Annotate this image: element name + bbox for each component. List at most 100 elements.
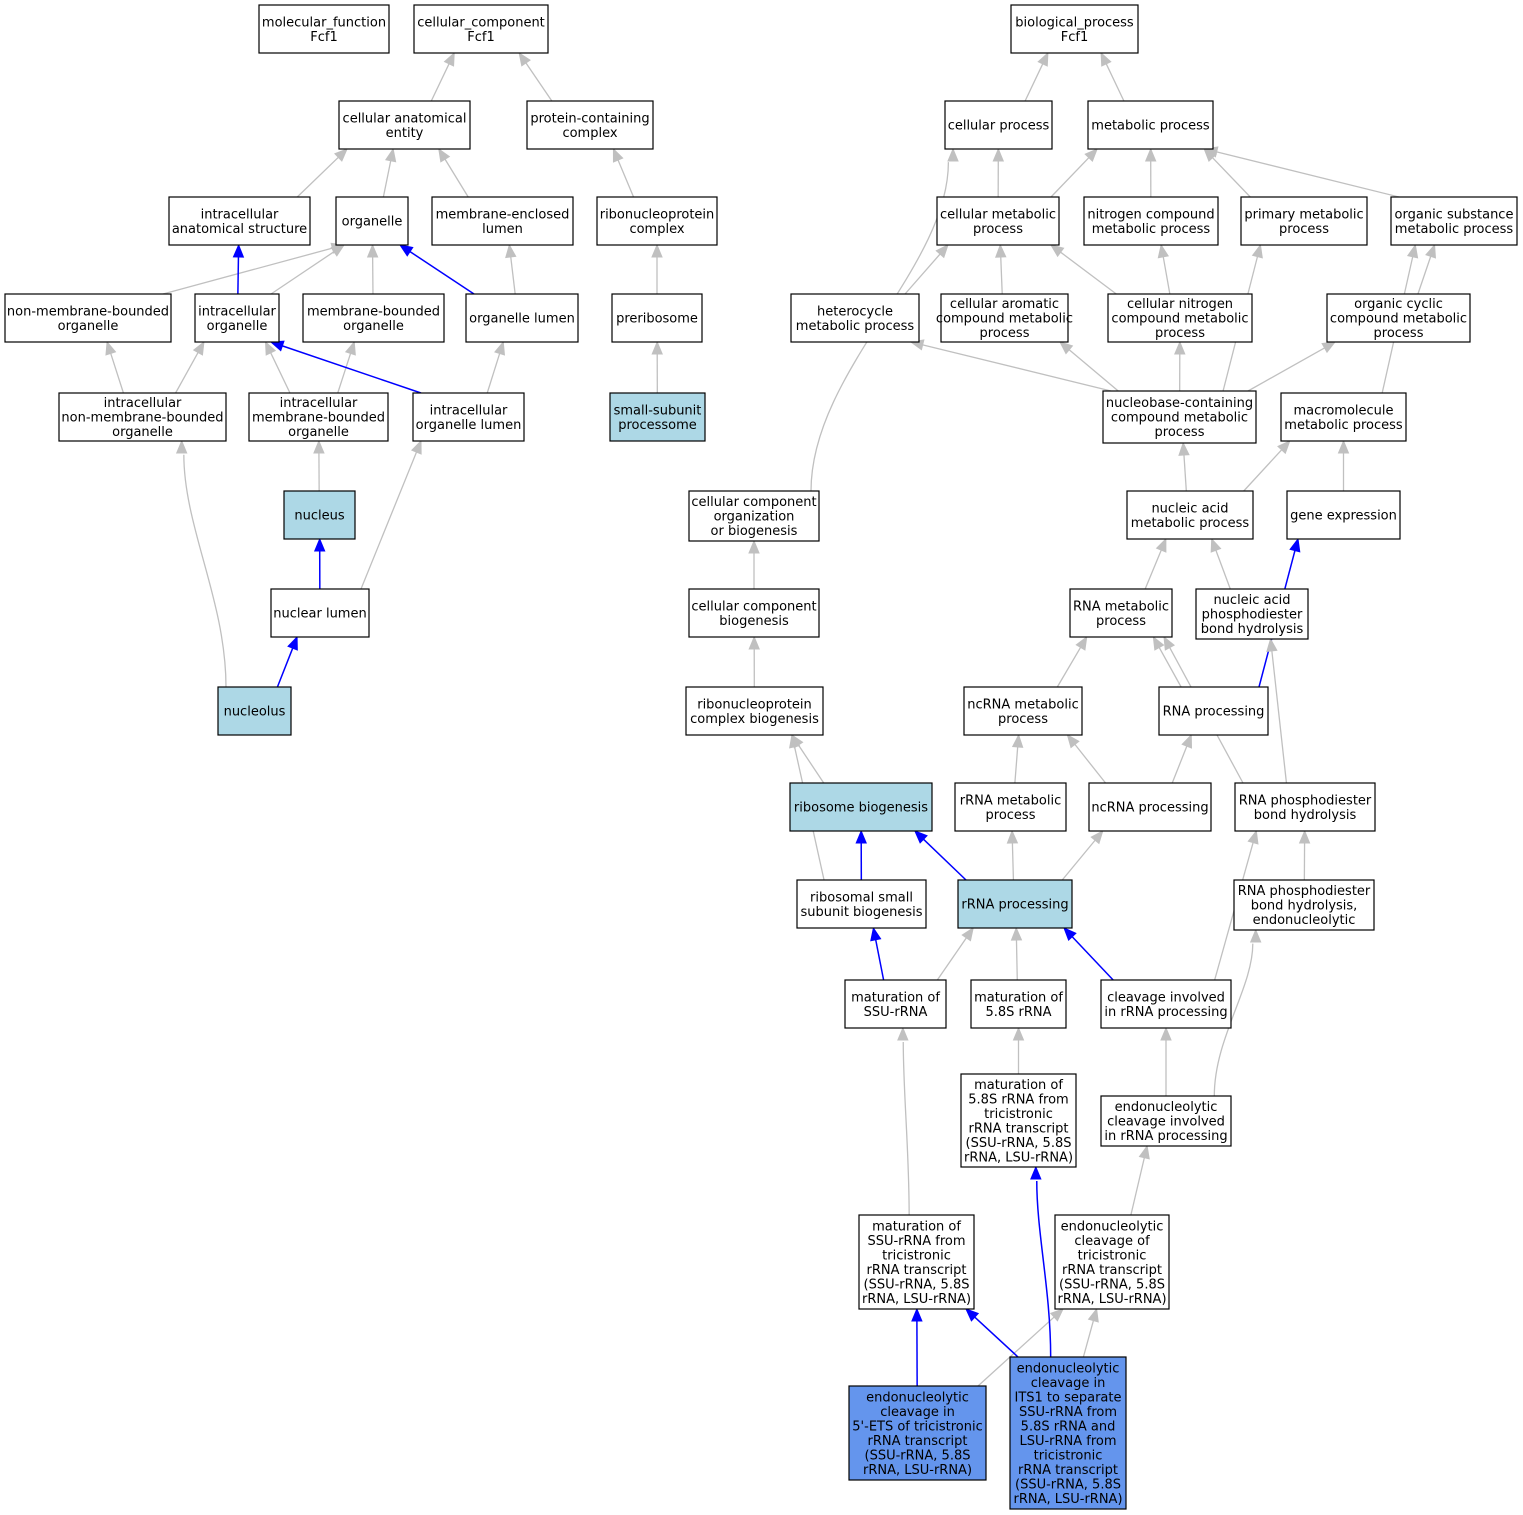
node-label-line: 5.8S rRNA: [985, 1005, 1051, 1020]
edge-line: [276, 647, 294, 688]
node-preribosome[interactable]: preribosome: [611, 293, 703, 343]
edge-arrowhead: [897, 1026, 909, 1041]
node-box: [848, 1385, 987, 1481]
node-label-line: rRNA, LSU-rRNA): [863, 1463, 972, 1478]
edge-line: [977, 1316, 1055, 1387]
node-label-line: organic cyclic: [1354, 297, 1443, 312]
edge-arrowhead: [1084, 148, 1099, 162]
edge-nuclear-lumen-to-nucleus: [313, 537, 326, 590]
node-label-line: ncRNA processing: [1091, 801, 1208, 816]
node-box: [526, 100, 654, 150]
node-box: [963, 686, 1083, 736]
node-label-line: organelle: [112, 425, 173, 440]
edge-line: [175, 352, 199, 394]
edge-arrowhead: [398, 244, 414, 257]
node-ncrna-processing[interactable]: ncRNA processing: [1088, 782, 1212, 832]
node-label-line: macromolecule: [1293, 403, 1393, 418]
node-label-line: entity: [386, 126, 424, 141]
node-gene-expression[interactable]: gene expression: [1286, 490, 1401, 540]
node-mat-58s[interactable]: maturation of5.8S rRNA: [970, 979, 1067, 1029]
edge-arrowhead: [192, 340, 205, 356]
node-nucleus[interactable]: nucleus: [283, 490, 356, 540]
node-label-line: processome: [618, 418, 697, 433]
node-label-line: process: [980, 326, 1030, 341]
node-organelle[interactable]: organelle: [335, 196, 409, 246]
edge-organelle-to-cell-anat-entity: [382, 147, 397, 198]
node-intracell-nonmem[interactable]: intracellularnon-membrane-boundedorganel…: [58, 392, 227, 442]
node-label-line: organelle: [288, 425, 349, 440]
node-rrna-processing[interactable]: rRNA processing: [957, 879, 1073, 929]
node-nuclear-lumen[interactable]: nuclear lumen: [270, 588, 370, 638]
edge-membrane-enclosed-lumen-to-cell-anat-entity: [438, 147, 469, 198]
edge-line: [1074, 743, 1107, 784]
node-box: [1240, 196, 1368, 246]
node-label-line: organelle: [342, 215, 403, 230]
node-label-line: bond hydrolysis: [1201, 622, 1304, 637]
node-label-line: primary metabolic: [1244, 207, 1363, 222]
node-cellular-process[interactable]: cellular process: [944, 100, 1053, 150]
edge-line: [1024, 63, 1044, 102]
node-ribosome-biog[interactable]: ribosome biogenesis: [789, 782, 933, 832]
node-label-line: organelle: [207, 319, 268, 334]
edge-line: [1060, 251, 1117, 295]
node-nucleolus[interactable]: nucleolus: [217, 686, 292, 736]
node-box: [1126, 490, 1254, 540]
node-box: [858, 1214, 975, 1310]
edge-line: [486, 353, 501, 394]
node-metabolic-process[interactable]: metabolic process: [1087, 100, 1214, 150]
edge-arrowhead: [1247, 829, 1259, 845]
edge-nucleus-to-intracell-mem: [313, 439, 325, 492]
node-organelle-lumen[interactable]: organelle lumen: [465, 293, 579, 343]
node-label-line: ribosome biogenesis: [794, 801, 928, 816]
node-rna-processing[interactable]: RNA processing: [1158, 686, 1269, 736]
node-label-line: tricistronic: [882, 1248, 951, 1263]
edge-arrowhead: [1155, 537, 1167, 553]
edge-primary-metabolic-to-metabolic-process: [1203, 148, 1251, 198]
node-mat-58s-tri[interactable]: maturation of5.8S rRNA fromtricistronicr…: [960, 1073, 1077, 1168]
node-label-line: nucleolus: [224, 705, 286, 720]
node-label-line: compound metabolic: [936, 312, 1073, 327]
